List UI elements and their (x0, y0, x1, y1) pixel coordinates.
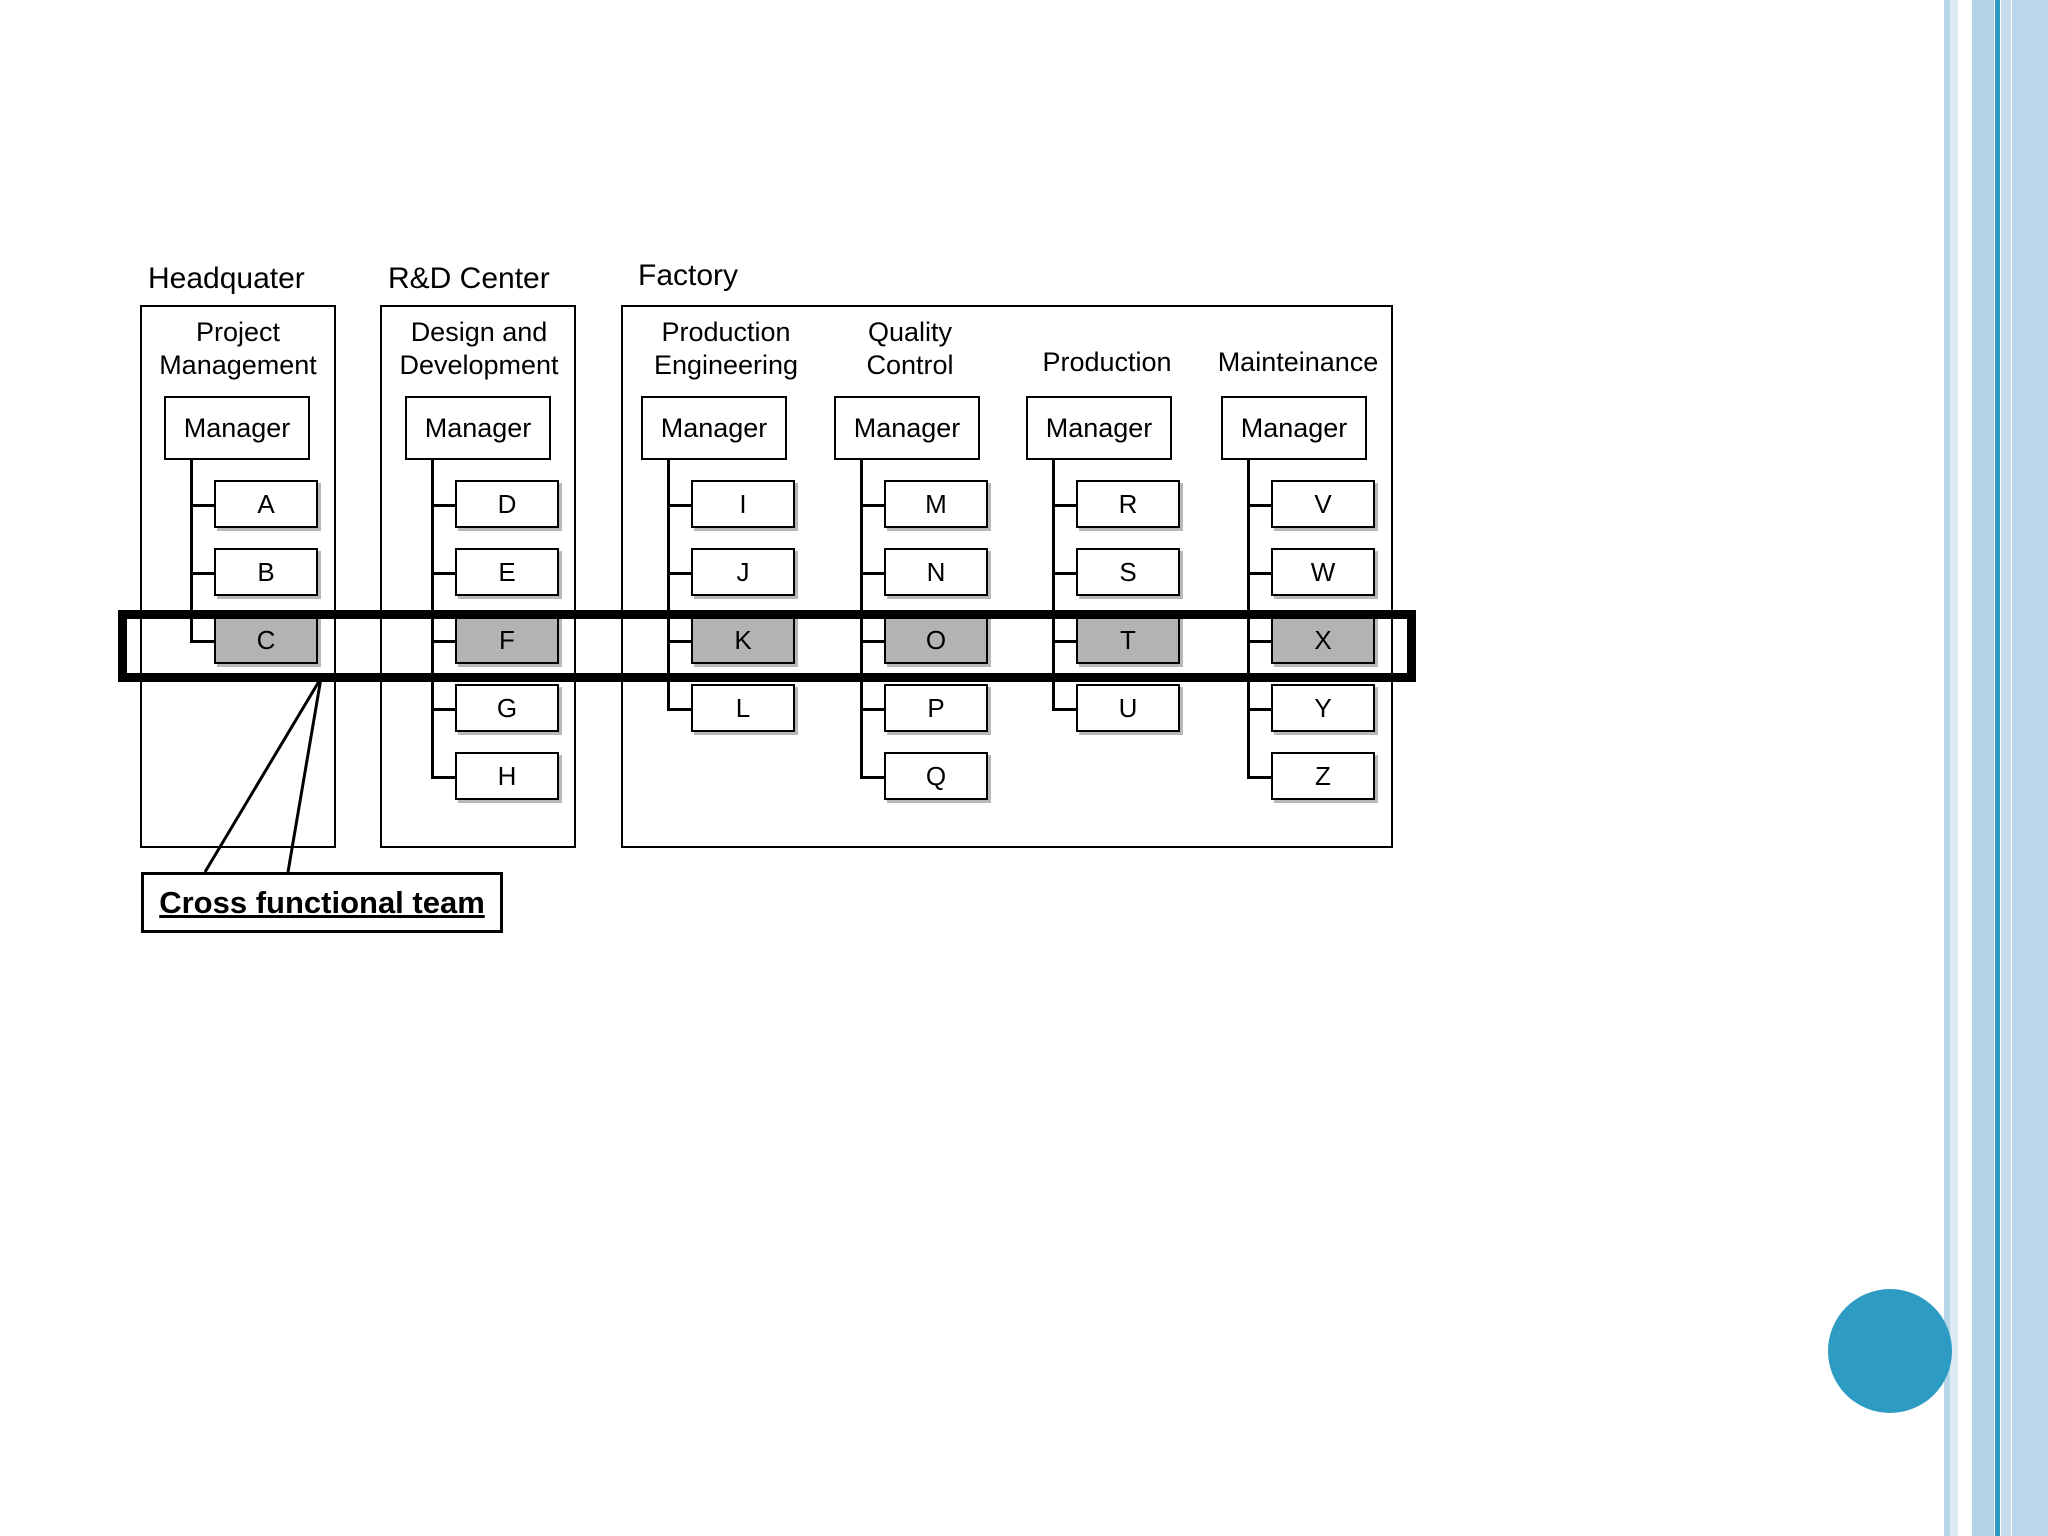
callout-label: Cross functional team (159, 884, 485, 920)
node-u[interactable]: U (1076, 684, 1180, 732)
connector-quality-control-N (860, 572, 884, 575)
leader-line-1 (203, 677, 323, 873)
node-k[interactable]: K (691, 616, 795, 664)
manager-node-production-engineering[interactable]: Manager (641, 396, 787, 460)
node-e[interactable]: E (455, 548, 559, 596)
manager-node-project-management[interactable]: Manager (164, 396, 310, 460)
site-title-rd-center: R&D Center (388, 262, 550, 295)
site-box-headquarter (140, 305, 336, 848)
node-b[interactable]: B (214, 548, 318, 596)
node-z[interactable]: Z (1271, 752, 1375, 800)
dept-label-project-management: Project Management (159, 317, 317, 380)
stripe-4 (1972, 0, 1994, 1536)
stripe-5 (1995, 0, 2000, 1536)
node-l[interactable]: L (691, 684, 795, 732)
stripe-2 (1950, 0, 1958, 1536)
manager-node-production[interactable]: Manager (1026, 396, 1172, 460)
node-p[interactable]: P (884, 684, 988, 732)
node-n[interactable]: N (884, 548, 988, 596)
trunk-line-production-engineering (667, 460, 670, 708)
node-q[interactable]: Q (884, 752, 988, 800)
node-w[interactable]: W (1271, 548, 1375, 596)
stripe-1 (1944, 0, 1950, 1536)
connector-project-management-B (190, 572, 214, 575)
dept-label-maintenance: Mainteinance (1217, 347, 1379, 377)
cross-functional-band[interactable] (118, 610, 1416, 682)
connector-maintenance-V (1247, 504, 1271, 507)
connector-quality-control-O (860, 640, 884, 643)
connector-production-U (1052, 708, 1076, 711)
site-title-headquarter: Headquater (148, 262, 305, 295)
callout-leader-lines (203, 677, 323, 873)
node-h[interactable]: H (455, 752, 559, 800)
connector-production-engineering-L (667, 708, 691, 711)
connector-quality-control-Q (860, 776, 884, 779)
stripe-6 (2001, 0, 2011, 1536)
node-s[interactable]: S (1076, 548, 1180, 596)
connector-quality-control-P (860, 708, 884, 711)
manager-node-maintenance[interactable]: Manager (1221, 396, 1367, 460)
connector-project-management-A (190, 504, 214, 507)
node-d[interactable]: D (455, 480, 559, 528)
manager-node-design-and-development[interactable]: Manager (405, 396, 551, 460)
node-a[interactable]: A (214, 480, 318, 528)
connector-quality-control-M (860, 504, 884, 507)
node-r[interactable]: R (1076, 480, 1180, 528)
connector-design-and-development-H (431, 776, 455, 779)
leader-line-2 (286, 677, 323, 873)
node-f[interactable]: F (455, 616, 559, 664)
accent-circle (1828, 1289, 1952, 1413)
connector-production-engineering-J (667, 572, 691, 575)
connector-maintenance-Y (1247, 708, 1271, 711)
node-g[interactable]: G (455, 684, 559, 732)
node-m[interactable]: M (884, 480, 988, 528)
node-y[interactable]: Y (1271, 684, 1375, 732)
connector-design-and-development-F (431, 640, 455, 643)
connector-design-and-development-D (431, 504, 455, 507)
connector-production-T (1052, 640, 1076, 643)
connector-production-engineering-K (667, 640, 691, 643)
cross-functional-team-callout[interactable]: Cross functional team (141, 872, 503, 933)
connector-maintenance-Z (1247, 776, 1271, 779)
connector-production-R (1052, 504, 1076, 507)
manager-node-quality-control[interactable]: Manager (834, 396, 980, 460)
connector-project-management-C (190, 640, 214, 643)
connector-design-and-development-E (431, 572, 455, 575)
site-box-rd-center (380, 305, 576, 848)
node-j[interactable]: J (691, 548, 795, 596)
dept-label-production-engineering: Production Engineering (653, 317, 799, 380)
node-v[interactable]: V (1271, 480, 1375, 528)
connector-design-and-development-G (431, 708, 455, 711)
stripe-7 (2012, 0, 2048, 1536)
connector-production-S (1052, 572, 1076, 575)
node-i[interactable]: I (691, 480, 795, 528)
trunk-line-production (1052, 460, 1055, 708)
stripe-3 (1962, 0, 1966, 1536)
dept-label-production: Production (1042, 347, 1172, 377)
connector-maintenance-X (1247, 640, 1271, 643)
site-title-factory: Factory (638, 259, 739, 292)
connector-maintenance-W (1247, 572, 1271, 575)
trunk-line-project-management (190, 460, 193, 640)
dept-label-design-and-development: Design and Development (399, 317, 559, 380)
site-box-factory (621, 305, 1393, 848)
dept-label-quality-control: Quality Control (866, 317, 954, 380)
connector-production-engineering-I (667, 504, 691, 507)
